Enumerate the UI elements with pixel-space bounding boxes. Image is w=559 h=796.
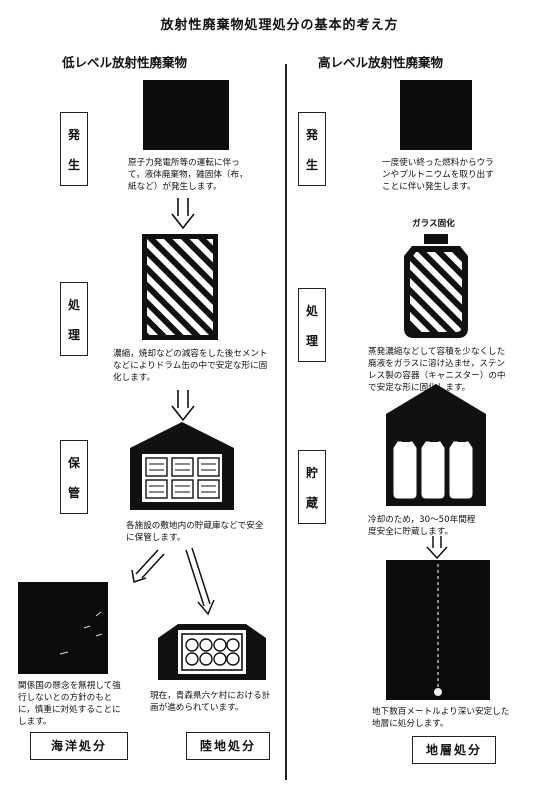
geological-disposal-caption: 地下数百メートルより深い安定した地層に処分します。 [372,707,510,729]
ocean-disposal-photo [18,582,108,674]
land-disposal-caption: 現在，青森県六ケ村における計画が進められています。 [150,691,271,713]
low-stage-storage-char2: 管 [67,485,80,500]
low-drum-icon [142,234,218,340]
column-divider [285,64,287,780]
high-generation-caption: 一度使い終った燃料からウランやプルトニウムを取り出すことに伴い発生します。 [382,158,494,192]
high-level-heading: 高レベル放射性廃棄物 [318,55,444,70]
high-storage-caption: 冷却のため，30〜50年間程度安全に貯蔵します。 [368,515,476,537]
ocean-disposal-label: 海洋処分 [30,732,128,760]
low-stage-generation-char1: 発 [67,127,80,142]
high-stage-generation: 発 生 [298,112,326,186]
low-stage-generation-char2: 生 [67,157,80,172]
low-generation-caption: 原子力発電所等の運転に伴って，液体廃棄物，雑固体（布，紙など）が発生します。 [128,158,248,192]
high-stage-generation-char1: 発 [305,127,318,142]
ocean-disposal-caption: 関係国の懸念を無視して強行しないとの方針のもとに，慎重に対処することにします。 [18,681,121,727]
high-stage-treatment-char2: 理 [305,333,318,348]
land-disposal-label: 陸地処分 [186,732,270,760]
high-stage-treatment-char1: 処 [305,303,318,318]
high-stage-generation-char2: 生 [305,157,318,172]
low-stage-storage-char1: 保 [67,455,80,470]
low-arrows-split [131,547,215,616]
low-storage-caption: 各施設の敷地内の貯蔵庫などで安全に保管します。 [126,521,264,543]
high-stage-storage-char2: 蔵 [305,495,318,510]
low-stage-generation: 発 生 [60,112,88,186]
low-storage-building-icon [130,422,234,510]
low-stage-treatment-char1: 処 [67,297,80,312]
high-stage-storage-char1: 貯 [305,465,318,480]
low-treatment-caption: 濃縮，焼却などの減容をした後セメントなどによりドラム缶の中で安定な形に固化します… [113,349,268,383]
high-stage-storage: 貯 蔵 [298,450,326,524]
glass-canister-icon [404,234,468,338]
high-generation-photo [400,80,472,150]
low-generation-photo [143,80,229,150]
geological-disposal-label: 地層処分 [412,736,496,764]
high-stage-treatment: 処 理 [298,288,326,362]
high-treatment-caption: 蒸発濃縮などして容積を少なくした廃液をガラスに溶け込ませ，ステンレス製の容器（キ… [368,347,506,393]
low-arrow-1 [171,198,195,230]
geological-shaft-icon [434,564,442,696]
low-arrow-2 [171,390,195,422]
ocean-sea-marks [59,611,103,655]
low-stage-treatment: 処 理 [60,282,88,356]
high-storage-building-icon [386,384,486,506]
low-stage-treatment-char2: 理 [67,327,80,342]
low-level-heading: 低レベル放射性廃棄物 [62,55,188,70]
high-arrow-down [426,536,448,560]
low-stage-storage: 保 管 [60,440,88,514]
vitrification-label: ガラス固化 [412,219,455,229]
land-disposal-icon [158,624,266,680]
page-title: 放射性廃棄物処理処分の基本的考え方 [160,18,399,33]
